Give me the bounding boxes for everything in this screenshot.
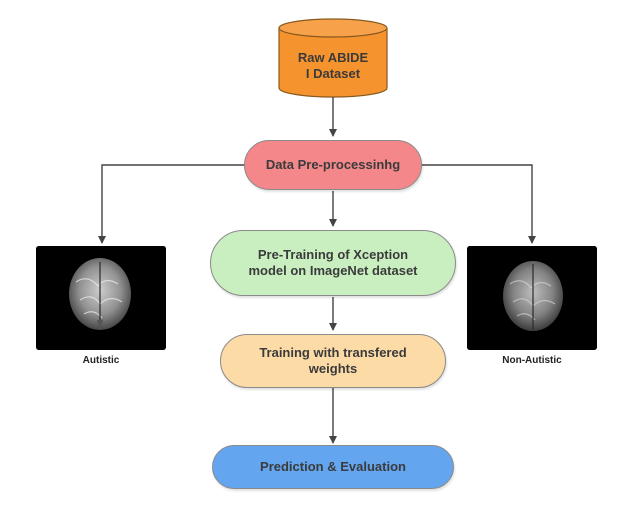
arrow-preprocessing-to-non-autistic [422,164,536,244]
preprocessing-label: Data Pre-processinhg [265,157,401,173]
brain-mri-icon [36,246,166,350]
dataset-label-line1: Raw ABIDE [297,50,369,66]
dataset-label-line2: I Dataset [305,66,361,81]
arrow-preprocessing-to-autistic [98,164,244,244]
dataset-label: Raw ABIDE I Dataset [279,44,387,88]
non-autistic-scan-image [467,246,597,350]
dataset-cylinder [278,18,388,98]
prediction-label: Prediction & Evaluation [260,459,406,475]
training-label-line2: weights [308,361,358,376]
preprocessing-node [244,140,422,190]
pretraining-label: Pre-Training of Xception model on ImageN… [210,230,456,296]
autistic-caption: Autistic [82,355,120,366]
cylinder-top [278,18,388,38]
training-node [220,334,446,388]
pretraining-label-line2: model on ImageNet dataset [248,263,418,278]
training-label: Training with transfered weights [220,334,446,388]
pretraining-node [210,230,456,296]
training-label-line1: Training with transfered [259,345,407,361]
prediction-node [212,445,454,489]
non-autistic-caption: Non-Autistic [502,355,562,366]
autistic-scan-image [36,246,166,350]
pretraining-label-line1: Pre-Training of Xception [257,247,409,263]
brain-mri-icon [467,246,597,350]
